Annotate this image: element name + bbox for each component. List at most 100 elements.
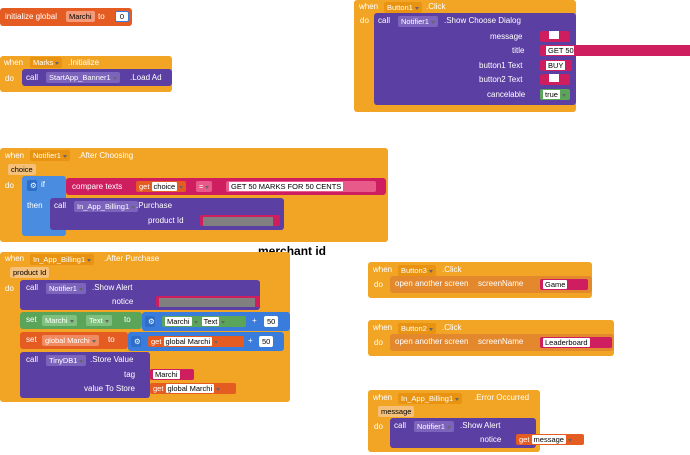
chevron-down-icon xyxy=(216,387,221,391)
sum-number-value[interactable]: 50 xyxy=(264,316,279,327)
show-alert-method: .Show Alert xyxy=(460,421,501,430)
call-label: call xyxy=(26,355,39,364)
set-component-dropdown[interactable]: Marchi xyxy=(42,315,77,326)
gear-icon[interactable]: ⚙ xyxy=(131,336,141,347)
product-id-param[interactable]: product Id xyxy=(10,267,50,278)
chevron-down-icon xyxy=(430,20,435,24)
sum-number-value-2[interactable]: 50 xyxy=(259,336,274,347)
compare-texts-block[interactable]: compare texts get choice = GET 50 MARKS … xyxy=(66,178,386,195)
message-param[interactable]: message xyxy=(378,406,415,417)
button2-component-dropdown[interactable]: Button2 xyxy=(398,323,436,334)
chevron-down-icon xyxy=(87,258,92,262)
open-screen-label: open another screen xyxy=(395,337,469,346)
show-alert-block[interactable]: call Notifier1 .Show Alert notice xyxy=(390,418,536,448)
initialize-global-block[interactable]: initialize global Marchi to 0 xyxy=(0,8,132,26)
tinydb-dropdown[interactable]: TinyDB1 xyxy=(46,355,87,366)
param-button1-text-label: button1 Text xyxy=(479,61,523,70)
tag-string-block[interactable]: Marchi xyxy=(150,369,194,380)
marchi-text-getter[interactable]: Marchi Text xyxy=(162,316,246,327)
purchase-method: .Purchase xyxy=(136,201,173,210)
screen-name-string-block[interactable]: Game xyxy=(540,279,588,290)
notice-string-block[interactable] xyxy=(156,296,260,307)
load-ad-call-block[interactable]: call StartApp_Banner1 .Load Ad xyxy=(22,69,172,86)
load-ad-method: .Load Ad xyxy=(130,73,162,82)
show-choose-dialog-block[interactable]: call Notifier1 .Show Choose Dialog messa… xyxy=(374,13,690,105)
initialize-global-label: initialize global xyxy=(5,12,58,21)
gear-icon[interactable]: ⚙ xyxy=(145,316,155,327)
set-global-dropdown[interactable]: global Marchi xyxy=(42,335,99,346)
button3-click-block[interactable]: when Button3 .Click do open another scre… xyxy=(368,262,592,298)
button3-component-dropdown[interactable]: Button3 xyxy=(398,265,436,276)
chevron-down-icon xyxy=(567,438,572,442)
button1-click-block[interactable]: when Button1 .Click do call Notifier1 .S… xyxy=(354,0,690,112)
store-value-block[interactable]: call TinyDB1 .Store Value tag value To S… xyxy=(20,352,150,398)
store-value-method: .Store Value xyxy=(90,355,134,364)
math-add-block-1[interactable]: ⚙ Marchi Text + 50 xyxy=(142,312,290,331)
chevron-down-icon xyxy=(91,339,96,343)
chevron-down-icon xyxy=(79,359,84,363)
compare-string-value[interactable]: GET 50 MARKS FOR 50 CENTS xyxy=(229,182,344,191)
cancelable-boolean-dropdown[interactable]: true xyxy=(540,89,570,100)
get-message-block[interactable]: get message xyxy=(516,434,584,445)
after-purchase-component-dropdown[interactable]: In_App_Billing1 xyxy=(30,254,95,265)
when-label: when xyxy=(359,2,379,11)
after-purchase-block[interactable]: when In_App_Billing1 .After Purchase pro… xyxy=(0,252,290,402)
compare-texts-label: compare texts xyxy=(72,182,123,191)
chevron-down-icon xyxy=(179,185,184,189)
button2-text-value[interactable] xyxy=(549,74,559,82)
global-value-block[interactable]: 0 xyxy=(115,11,129,22)
global-value[interactable]: 0 xyxy=(116,12,128,21)
store-get-global-block[interactable]: get global Marchi xyxy=(150,383,236,394)
message-string-block[interactable] xyxy=(540,31,570,42)
marks-initialize-block[interactable]: when Marks .Initialize do call StartApp_… xyxy=(0,56,172,92)
global-var-name[interactable]: Marchi xyxy=(66,11,95,22)
set-marchi-text-block[interactable]: set Marchi Text to xyxy=(20,312,142,329)
button2-text-string-block[interactable] xyxy=(540,74,570,85)
param-button2-text-label: button2 Text xyxy=(479,75,523,84)
notifier-dropdown[interactable]: Notifier1 xyxy=(398,16,438,27)
get-choice-block[interactable]: get choice xyxy=(136,181,187,192)
get-global-marchi-block[interactable]: get global Marchi xyxy=(148,336,244,347)
after-choosing-block[interactable]: when Notifier1 .After Choosing choice do… xyxy=(0,148,388,242)
marks-component-dropdown[interactable]: Marks xyxy=(30,57,63,68)
open-screen-block[interactable]: open another screen screenName Game xyxy=(390,276,592,293)
product-id-redacted xyxy=(203,216,273,226)
set-property-dropdown[interactable]: Text xyxy=(86,315,112,326)
compare-string-block[interactable]: GET 50 MARKS FOR 50 CENTS xyxy=(226,181,376,192)
compare-operator-dropdown[interactable]: = xyxy=(196,181,213,192)
chevron-down-icon xyxy=(205,185,210,189)
button2-click-block[interactable]: when Button2 .Click do open another scre… xyxy=(368,320,614,356)
banner-component-dropdown[interactable]: StartApp_Banner1 xyxy=(46,72,120,83)
error-occurred-block[interactable]: when In_App_Billing1 .Error Occurred mes… xyxy=(368,390,584,452)
then-label: then xyxy=(27,201,43,210)
chevron-down-icon xyxy=(428,327,433,331)
button1-text-value[interactable]: BUY xyxy=(546,61,566,70)
when-label: when xyxy=(4,58,24,67)
purchase-call-block[interactable]: call In_App_Billing1 .Purchase product I… xyxy=(50,198,284,230)
when-label: when xyxy=(373,323,393,332)
after-choosing-event: .After Choosing xyxy=(78,151,134,160)
open-screen-block[interactable]: open another screen screenName Leaderboa… xyxy=(390,334,614,351)
show-alert-block[interactable]: call Notifier1 .Show Alert notice xyxy=(20,280,260,310)
value-to-store-label: value To Store xyxy=(84,384,135,393)
notifier-dropdown[interactable]: Notifier1 xyxy=(46,283,86,294)
gear-icon[interactable]: ⚙ xyxy=(27,180,37,191)
error-component-dropdown[interactable]: In_App_Billing1 xyxy=(398,393,463,404)
product-id-string-block[interactable] xyxy=(200,215,280,226)
do-label: do xyxy=(5,181,14,190)
button3-event-label: .Click xyxy=(442,265,462,274)
after-choosing-component-dropdown[interactable]: Notifier1 xyxy=(30,150,70,161)
notifier-dropdown[interactable]: Notifier1 xyxy=(414,421,454,432)
button1-component-dropdown[interactable]: Button1 xyxy=(384,2,422,13)
choice-param[interactable]: choice xyxy=(8,164,36,175)
if-label: if xyxy=(41,180,45,189)
button1-text-string-block[interactable]: BUY xyxy=(540,60,572,71)
screen-name-string-block[interactable]: Leaderboard xyxy=(540,337,612,348)
math-add-block-2[interactable]: ⚙ get global Marchi + 50 xyxy=(128,332,284,351)
do-label: do xyxy=(374,280,383,289)
set-global-marchi-block[interactable]: set global Marchi to xyxy=(20,332,128,349)
do-label: do xyxy=(360,16,369,25)
billing-component-dropdown[interactable]: In_App_Billing1 xyxy=(74,201,139,212)
set-label: set xyxy=(26,335,37,344)
message-string-value[interactable] xyxy=(549,31,559,39)
